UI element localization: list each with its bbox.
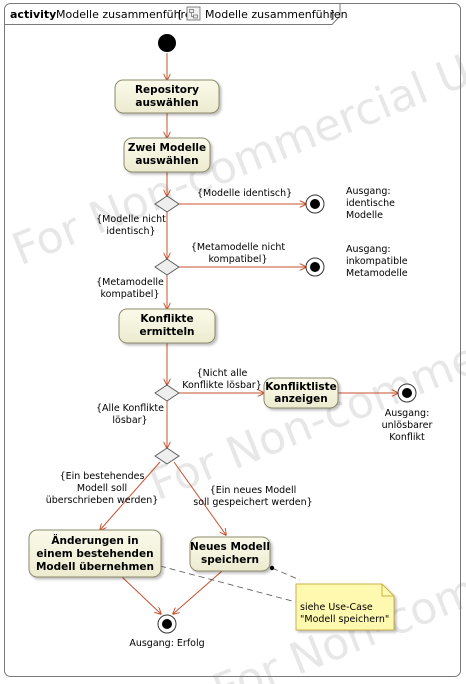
guard-alle-konflikte: lösbar} (112, 415, 147, 426)
control-flows (100, 53, 398, 614)
guard-ueberschreiben: überschrieben werden} (46, 495, 159, 506)
note-text-line: "Modell speichern" (300, 614, 389, 625)
frame-name: Modelle zusammenführen (56, 8, 199, 21)
decision-node (154, 195, 180, 213)
action-label-line: speichern (201, 554, 259, 566)
guard-metamodelle-nicht-kompatibel: {Metamodelle nicht (191, 242, 286, 253)
final-node-inkompatibel (305, 257, 325, 277)
action-label-line: auswählen (135, 155, 198, 167)
guard-modelle-nicht-identisch: {Modelle nicht (96, 214, 166, 225)
exit-label-identisch: Modelle (346, 210, 383, 221)
final-node-identisch (305, 194, 325, 214)
guard-ueberschreiben: {Ein bestehendes (60, 471, 145, 482)
diagram-ref-icon (186, 6, 201, 21)
exit-label-identisch: identische (346, 198, 395, 209)
guard-metamodelle-kompatibel: kompatibel} (100, 289, 159, 300)
action-label-line: ermitteln (139, 326, 194, 338)
frame-ref-name: Modelle zusammenführen (205, 8, 348, 21)
action-label-line: einem bestehenden (36, 548, 153, 560)
guard-nicht-alle-konflikte: Konflikte lösbar} (182, 380, 262, 391)
action-konfliktliste-anzeigen[interactable]: Konfliktliste anzeigen (263, 377, 339, 409)
action-zwei-modelle-auswaehlen[interactable]: Zwei Modelle auswählen (123, 137, 211, 173)
frame-bracket-open: [ (178, 8, 182, 21)
action-label-line: anzeigen (274, 393, 328, 405)
frame-bracket-close: ] (330, 8, 334, 21)
exit-label-inkompatibel: inkompatible (346, 256, 408, 267)
action-label-line: Änderungen in (51, 533, 138, 547)
action-label-line: Neues Modell (190, 541, 270, 553)
guard-neu-speichern: {Ein neues Modell (210, 485, 297, 496)
decision-node (154, 258, 180, 276)
exit-label-konflikt: Konflikt (389, 432, 425, 443)
action-label-line: Zwei Modelle (128, 142, 206, 154)
final-node-konflikt (397, 383, 417, 403)
flow-aenderungen-end (121, 576, 161, 614)
action-aenderungen-uebernehmen[interactable]: Änderungen in einem bestehenden Modell ü… (28, 529, 162, 578)
guard-modelle-nicht-identisch: identisch} (106, 226, 155, 237)
action-label-line: Konflikte (140, 313, 193, 325)
exit-label-konflikt: unlösbarer (382, 420, 433, 431)
frame-keyword: activity (10, 8, 56, 21)
action-label-line: Modell übernehmen (36, 561, 154, 573)
guard-alle-konflikte: {Alle Konflikte (96, 403, 164, 414)
exit-label-erfolg: Ausgang: Erfolg (129, 638, 204, 649)
guard-neu-speichern: soll gespeichert werden} (193, 497, 312, 508)
guard-modelle-identisch: {Modelle identisch} (197, 188, 292, 199)
guard-ueberschreiben: Modell soll (77, 483, 127, 494)
flow-neues-end (173, 570, 223, 614)
guard-nicht-alle-konflikte: {Nicht alle (197, 368, 248, 379)
guard-labels: {Modelle identisch} {Modelle nicht ident… (46, 188, 313, 508)
note-anchor-dot (269, 565, 275, 571)
action-label-line: Repository (135, 84, 199, 96)
action-konflikte-ermitteln[interactable]: Konflikte ermitteln (118, 308, 216, 344)
guard-metamodelle-kompatibel: {Metamodelle (96, 277, 164, 288)
initial-node (158, 34, 176, 52)
activity-frame: activity Modelle zusammenführen [ Modell… (4, 3, 461, 677)
flow-decision4-neues (173, 461, 226, 535)
frame-tab (4, 3, 341, 25)
action-label-line: Konfliktliste (265, 381, 337, 393)
action-neues-modell-speichern[interactable]: Neues Modell speichern (189, 536, 271, 572)
flow-decision4-aenderungen (100, 461, 161, 530)
exit-label-inkompatibel: Ausgang: (346, 244, 391, 255)
decision-nodes (154, 195, 180, 465)
watermark-text-1: For Non-commercial Use (5, 27, 466, 276)
exit-label-konflikt: Ausgang: (385, 408, 430, 419)
note-anchor-line (159, 565, 301, 603)
guard-metamodelle-nicht-kompatibel: kompatibel} (208, 254, 267, 265)
action-repository-auswaehlen[interactable]: Repository auswählen (114, 79, 220, 114)
decision-node (154, 447, 180, 465)
exit-labels: Ausgang: identische Modelle Ausgang: ink… (129, 186, 432, 649)
action-label-line: auswählen (135, 97, 198, 109)
watermark: For Non-commercial Use For Non-commercia… (5, 27, 466, 684)
exit-label-inkompatibel: Metamodelle (346, 268, 408, 279)
final-node-erfolg (157, 614, 177, 634)
note-use-case[interactable]: siehe Use-Case "Modell speichern" (295, 583, 395, 631)
decision-node (154, 384, 180, 402)
exit-label-identisch: Ausgang: (346, 186, 391, 197)
note-text-line: siehe Use-Case (300, 602, 373, 613)
frame-border (4, 3, 461, 677)
